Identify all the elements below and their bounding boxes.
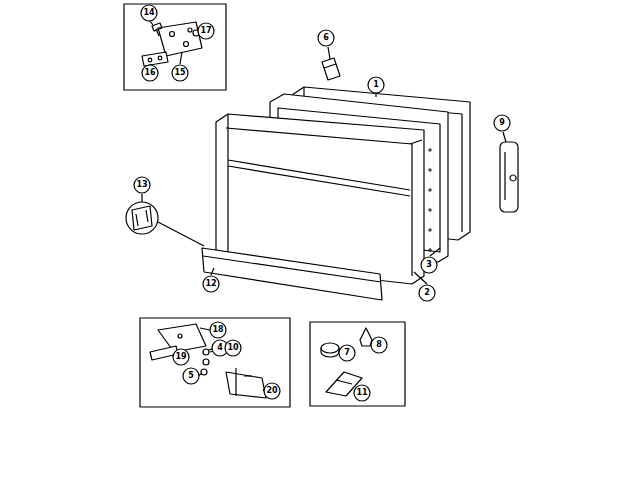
callout-ring [172,65,188,81]
callout-number: 3 [420,256,438,274]
callout-number: 17 [197,22,215,40]
callout-ring [339,345,355,361]
callout-ring [368,77,384,93]
washer [203,359,209,365]
callout-ring [419,285,435,301]
callout-number: 6 [317,29,335,47]
callout-rings [134,5,510,401]
callout-ring [173,349,189,365]
callout-number: 9 [493,114,511,132]
callout-number: 2 [418,284,436,302]
callout-number: 16 [141,64,159,82]
callout-number: 19 [172,348,190,366]
callout-number: 1 [367,76,385,94]
callout-ring [371,337,387,353]
screw [152,23,162,36]
cam-part [322,58,340,80]
callout-ring [421,257,437,273]
callout-number: 4 [211,339,229,357]
callout-ring [134,177,150,193]
callout-number: 12 [202,275,220,293]
hinge-hole [178,334,182,338]
callout-number: 18 [209,321,227,339]
magnifier-detail [132,206,204,246]
liner-shelf [226,114,422,276]
callout-number: 10 [224,339,242,357]
hinge-plate [158,22,202,56]
callout-ring [142,65,158,81]
hinge-hole [188,28,192,32]
latch-detail [236,368,252,396]
button [321,343,339,353]
hinge-hole [158,56,162,60]
inset-frame [124,4,226,90]
callout-ring [264,383,280,399]
callout-ring [203,276,219,292]
callout-number: 20 [263,382,281,400]
callout-ring [141,5,157,21]
button-side [321,348,339,357]
callout-ring [354,385,370,401]
callout-ring [183,368,199,384]
shelf-bar [202,248,382,300]
hinge-bracket [158,324,206,352]
hinge-plate-small [142,52,168,66]
callout-ring [494,115,510,131]
washer [201,369,207,375]
callout-number: 14 [140,4,158,22]
callout-number: 11 [353,384,371,402]
plug [360,328,372,346]
callout-ring [198,23,214,39]
handle [500,142,518,212]
leader-line [339,344,373,391]
hinge-hole [148,58,152,62]
callout-number: 5 [182,367,200,385]
callout-ring [318,30,334,46]
callout-ring [210,322,226,338]
callout-number: 7 [338,344,356,362]
callout-number: 15 [171,64,189,82]
leader-line [142,47,506,284]
liner-dots [429,149,431,251]
handle-detail [505,152,516,200]
hinge-hole [170,32,175,37]
shelf-bar-edge [203,256,381,282]
leader-line [149,20,200,66]
hinge-hole [184,42,189,47]
callout-ring [225,340,241,356]
washer [203,349,209,355]
inset-frame [310,322,405,406]
magnifier [126,202,158,234]
inset-frame [140,318,290,407]
callout-number: 8 [370,336,388,354]
callout-number: 13 [133,176,151,194]
